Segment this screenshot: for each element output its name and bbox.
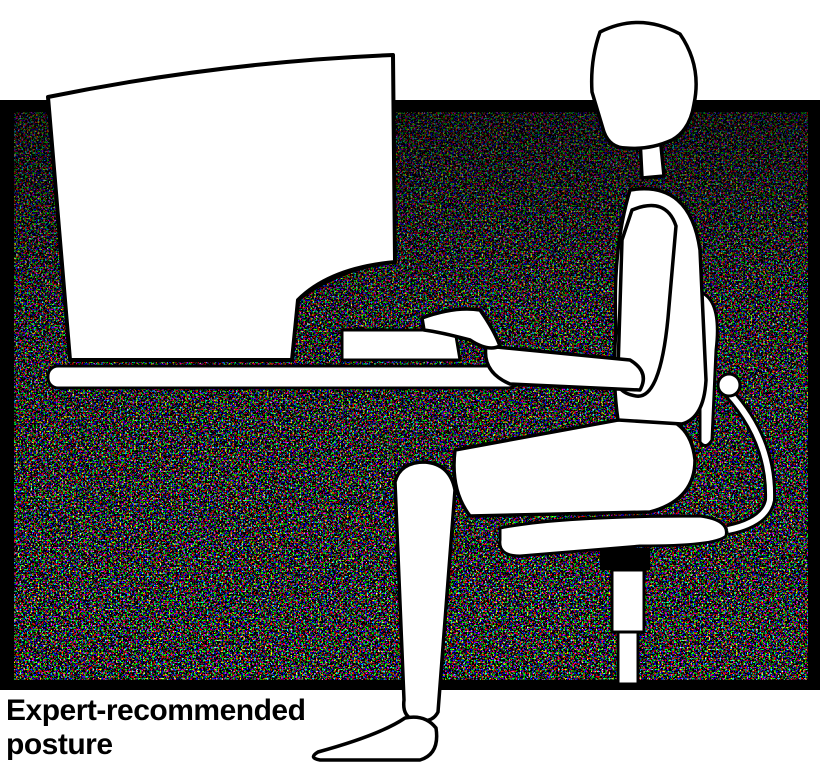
head [592,22,696,148]
desk [48,366,518,388]
caption-line-1: Expert-recommended [6,694,336,728]
caption: Expert-recommended posture [6,694,336,762]
caption-line-2: posture [6,728,336,762]
